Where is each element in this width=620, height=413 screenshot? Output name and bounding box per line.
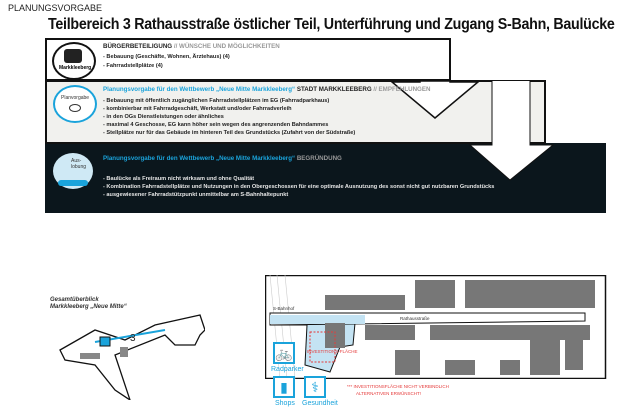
heading-sub: BEGRÜNDUNG — [296, 155, 342, 162]
shopping-bag-icon: ▮ — [273, 376, 295, 398]
street-label: Rathausstraße — [400, 316, 430, 321]
sign-icon — [69, 104, 81, 112]
list-item: - ausgewiesener Fahrradstützpunkt unmitt… — [103, 192, 289, 198]
page-title: Teilbereich 3 Rathausstraße östlicher Te… — [48, 16, 615, 33]
overview-caption: Gesamtüberblick Markkleeberg „Neue Mitte… — [50, 297, 127, 311]
list-item: - in den OGs Dienstleistungen oder ähnli… — [103, 114, 224, 120]
heading-org: STADT MARKKLEEBERG — [296, 86, 372, 93]
overview-map: 3 — [59, 314, 205, 400]
arrow-down-1 — [389, 80, 481, 119]
arrow-down-2 — [468, 142, 555, 181]
icon-label: Gesundheit — [302, 400, 338, 407]
badge-label: Planvorgabe — [61, 95, 90, 101]
list-item: - maximal 4 Geschosse, EG kann höher sei… — [103, 122, 329, 128]
pen-icon — [58, 180, 88, 186]
heading-text: Planungsvorgabe für den Wettbewerb „Neue… — [103, 86, 296, 93]
badge-label: Aus-lobung — [71, 158, 87, 170]
speech-bubble-citizens: Markkleeberg — [52, 42, 96, 80]
heading-sub: // WÜNSCHE UND MÖGLICHKEITEN — [173, 43, 280, 50]
note-line: *** INVESTITIONSFLÄCHE NICHT VERBINDLICH — [347, 384, 449, 389]
speech-bubble-tender: Aus-lobung — [53, 153, 93, 189]
section-header: PLANUNGSVORGABE — [8, 3, 103, 13]
heading: Planungsvorgabe für den Wettbewerb „Neue… — [103, 86, 430, 93]
heading: Planungsvorgabe für den Wettbewerb „Neue… — [103, 155, 342, 162]
map-note: *** INVESTITIONSFLÄCHE NICHT VERBINDLICH… — [347, 383, 449, 397]
heading-text: BÜRGERBETEILIGUNG — [103, 43, 173, 50]
caduceus-icon: ⚕ — [304, 376, 326, 398]
list-item: - Kombination Fahrradstellplätze und Nut… — [103, 184, 495, 190]
site-map: INVESTITIONS-FLÄCHE S-Bahnhof Rathausstr… — [265, 275, 607, 379]
icon-label: Radparker — [271, 366, 304, 373]
street-label: S-Bahnhof — [273, 306, 295, 311]
list-item: - Bebauung mit öffentlich zugänglichen F… — [103, 98, 330, 104]
heading: BÜRGERBETEILIGUNG // WÜNSCHE UND MÖGLICH… — [103, 43, 280, 50]
list-item: - Bebauung (Geschäfte, Wohnen, Ärztehaus… — [103, 54, 230, 60]
bicycle-icon: 🚲 — [273, 342, 295, 364]
arrows — [389, 80, 555, 181]
list-item: - Fahrradstellplätze (4) — [103, 63, 163, 69]
people-icon — [64, 49, 82, 63]
list-item: - kombinierbar mit Fahrradgeschäft, Werk… — [103, 106, 292, 112]
speech-bubble-plan: Planvorgabe — [53, 85, 97, 123]
note-line: ALTERNATIVEN ERWÜNSCHT! — [356, 391, 422, 396]
list-item: - Baulücke als Freiraum nicht wirksam un… — [103, 176, 255, 182]
arrow-down-2-shaft — [492, 81, 530, 145]
list-item: - Stellplätze nur für das Gebäude im hin… — [103, 130, 356, 136]
badge-label: Markkleeberg — [59, 65, 92, 71]
heading-text: Planungsvorgabe für den Wettbewerb „Neue… — [103, 155, 296, 162]
area-number: 3 — [130, 333, 136, 344]
heading-sub: // EMPFEHLUNGEN — [373, 86, 431, 93]
caption-line: Markkleeberg „Neue Mitte“ — [50, 304, 127, 310]
caption-line: Gesamtüberblick — [50, 297, 99, 303]
icon-label: Shops — [275, 400, 295, 407]
area-label: INVESTITIONS-FLÄCHE — [307, 348, 358, 354]
box-citizen-participation — [45, 38, 451, 81]
